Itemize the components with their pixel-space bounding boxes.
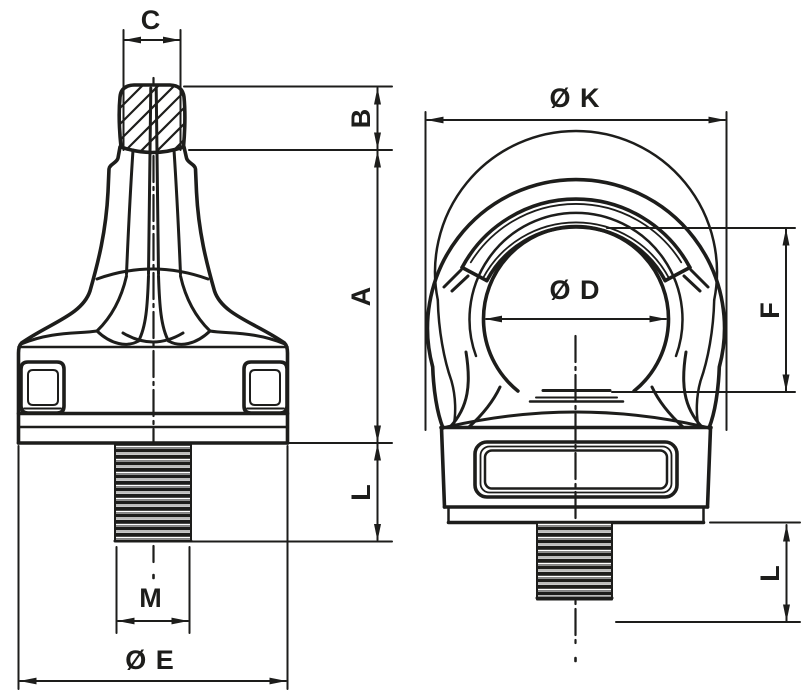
dim-label-e: Ø E [125,645,175,675]
dim-label-f: F [755,301,785,319]
side-ear-right [242,360,289,415]
label-recess-inner [483,449,669,490]
front-base [439,425,713,525]
ring-outer [425,129,727,430]
side-ear-left [19,360,66,415]
dim-b [374,87,381,150]
dim-f [606,227,796,393]
dim-l-front [615,521,801,623]
label-recess-outer [473,440,679,499]
dimensions-front [424,111,801,623]
dim-k [424,111,728,431]
dim-a [374,150,381,443]
front-view [425,129,727,663]
dim-label-m: M [139,583,163,613]
ring-bore [445,211,707,429]
label-recess-mid [479,445,673,494]
thread-side [113,442,193,543]
dim-label-l-side: L [346,483,376,501]
dim-label-d: Ø D [549,275,600,305]
side-view [16,76,290,580]
dim-l-side [374,443,381,541]
dimensions-side [17,29,393,690]
dim-d [485,315,667,323]
loop-legs [19,86,287,346]
thread-front [535,521,614,601]
dim-label-b: B [346,108,376,129]
dim-c [122,29,182,151]
dim-label-a: A [346,286,376,307]
dim-label-k: Ø K [549,83,600,113]
dim-label-c: C [141,5,162,35]
dim-m [115,546,191,634]
dim-e [17,445,289,690]
dim-label-l-front: L [755,564,785,582]
